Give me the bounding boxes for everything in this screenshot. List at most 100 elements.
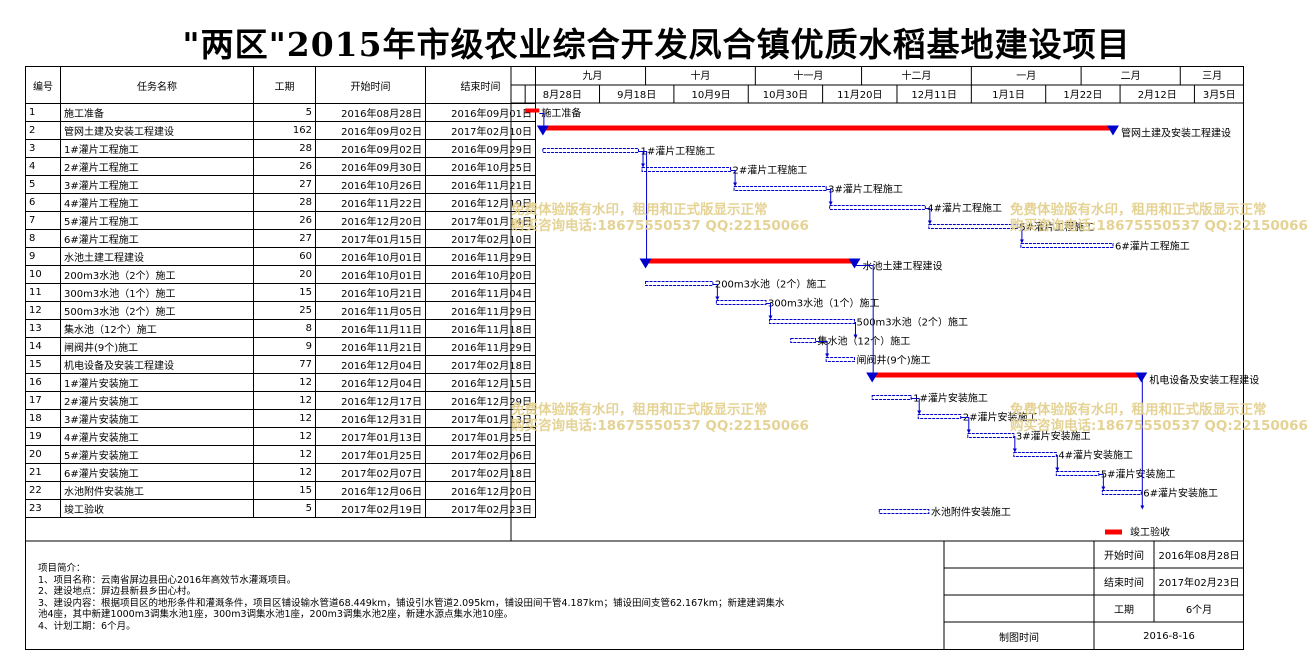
month-label: 九月: [582, 70, 602, 82]
week-label: 2月12日: [1138, 89, 1177, 101]
dependency-arrow: [644, 258, 649, 263]
task-bar-label: 2#灌片工程施工: [733, 164, 808, 177]
info-start-label: 开始时间: [1104, 551, 1144, 562]
dependency-line: [960, 417, 970, 431]
dependency-arrow: [1140, 505, 1145, 510]
dependency-arrow: [871, 372, 876, 377]
task-bar-label: 5#灌片工程施工: [1019, 221, 1094, 234]
info-end-label: 结束时间: [1104, 578, 1144, 589]
task-bar-label: 闸阀井(9个)施工: [856, 354, 930, 367]
legend-critical-swatch: [1105, 529, 1122, 535]
task-table-header: 编号 任务名称 工期 开始时间 结束时间: [25, 66, 536, 104]
notes-line: 2、建设地点：屏边县新县乡田心村。: [38, 586, 197, 597]
watermark: 免费体验版有水印，租用和正式版显示正常 购买咨询电话:18675550537 Q…: [511, 402, 809, 434]
summary-bar: [542, 125, 1113, 131]
dependency-line: [1141, 379, 1143, 507]
task-bar-label: 水池附件安装施工: [931, 506, 1011, 519]
dependency-arrow: [825, 353, 830, 358]
summary-bar: [645, 258, 855, 264]
dependency-line: [854, 322, 856, 336]
info-row-drawn: 制图时间 2016-8-16: [944, 622, 1244, 650]
info-row-end: 结束时间 2017年02月23日: [944, 568, 1244, 595]
week-label: 10月9日: [692, 89, 731, 101]
legend-label: 竣工验收: [1130, 526, 1170, 539]
header-duration: 工期: [253, 66, 316, 104]
header-start: 开始时间: [315, 66, 426, 104]
week-label: 1月1日: [992, 89, 1025, 101]
info-drawn-label: 制图时间: [999, 632, 1039, 644]
task-bar: [542, 148, 639, 153]
dependency-line: [712, 284, 718, 298]
watermark-line: 免费体验版有水印，租用和正式版显示正常: [511, 202, 768, 218]
dependency-arrow: [828, 201, 833, 206]
month-label: 十月: [690, 69, 710, 82]
task-bar-label: 4#灌片安装施工: [1058, 449, 1133, 462]
task-name: 竣工验收: [60, 499, 254, 518]
watermark-line: 免费体验版有水印，租用和正式版显示正常: [1010, 402, 1267, 418]
watermark: 免费体验版有水印，租用和正式版显示正常 购买咨询电话:18675550537 Q…: [511, 202, 809, 234]
month-label: 二月: [1121, 70, 1141, 82]
task-bar: [525, 108, 540, 113]
dependency-line: [765, 303, 771, 317]
dependency-line: [1013, 436, 1016, 450]
task-bar-label: 1#灌片工程施工: [640, 145, 715, 158]
notes-line: 3、建设内容：根据项目区的地形条件和灌溉条件，项目区铺设输水管道68.449km…: [38, 597, 785, 609]
task-bar: [733, 186, 827, 191]
summary-end-marker: [1135, 372, 1148, 383]
notes-line: 池4座，其中新建1000m3调集水池1座，300m3调集水池1座，200m3调集…: [38, 609, 514, 620]
summary-bar: [872, 372, 1142, 378]
task-bar: [917, 414, 962, 419]
month-label: 十二月: [901, 69, 931, 82]
task-bar-label: 200m3水池（2个）施工: [715, 278, 827, 291]
info-end-value: 2017年02月23日: [1158, 578, 1240, 589]
dependency-arrow: [768, 315, 773, 320]
week-label: 10月30日: [763, 89, 808, 101]
dependency-arrow: [733, 182, 738, 187]
summary-bar-label: 机电设备及安装工程建设: [1149, 374, 1259, 387]
task-bar: [878, 509, 930, 514]
task-bar-label: 500m3水池（2个）施工: [856, 316, 968, 329]
dependency-arrow: [641, 163, 646, 168]
header-name: 任务名称: [60, 66, 254, 104]
dependency-line: [1017, 227, 1023, 241]
dependency-arrow: [1019, 239, 1024, 244]
summary-bar-label: 管网土建及安装工程建设: [1121, 127, 1231, 140]
watermark-line: 购买咨询电话:18675550537 QQ:22150066: [511, 218, 809, 234]
summary-end-marker: [1106, 125, 1119, 136]
task-bar-label: 5#灌片安装施工: [1101, 468, 1176, 481]
dependency-line: [911, 398, 920, 412]
project-info-box: 开始时间 2016年08月28日 结束时间 2017年02月23日 工期 6个月…: [944, 541, 1244, 650]
dependency-line: [1098, 474, 1104, 488]
page-title: "两区"2015年市级农业综合开发凤合镇优质水稻基地建设项目: [182, 25, 1131, 64]
task-end: 2017年02月23日: [425, 499, 536, 518]
task-bar-label: 2#灌片安装施工: [963, 411, 1038, 424]
info-row-start: 开始时间 2016年08月28日: [944, 541, 1244, 568]
dependency-line: [1056, 455, 1058, 469]
dependency-line: [539, 113, 545, 127]
task-bar-label: 1#灌片安装施工: [913, 392, 988, 405]
task-bar-label: 4#灌片工程施工: [927, 202, 1002, 215]
dependency-arrow: [1101, 486, 1106, 491]
week-label: 9月18日: [617, 89, 656, 101]
task-bar: [790, 338, 817, 343]
task-bar-label: 3#灌片安装施工: [1016, 430, 1091, 443]
task-bar-label: 6#灌片安装施工: [1143, 487, 1218, 500]
